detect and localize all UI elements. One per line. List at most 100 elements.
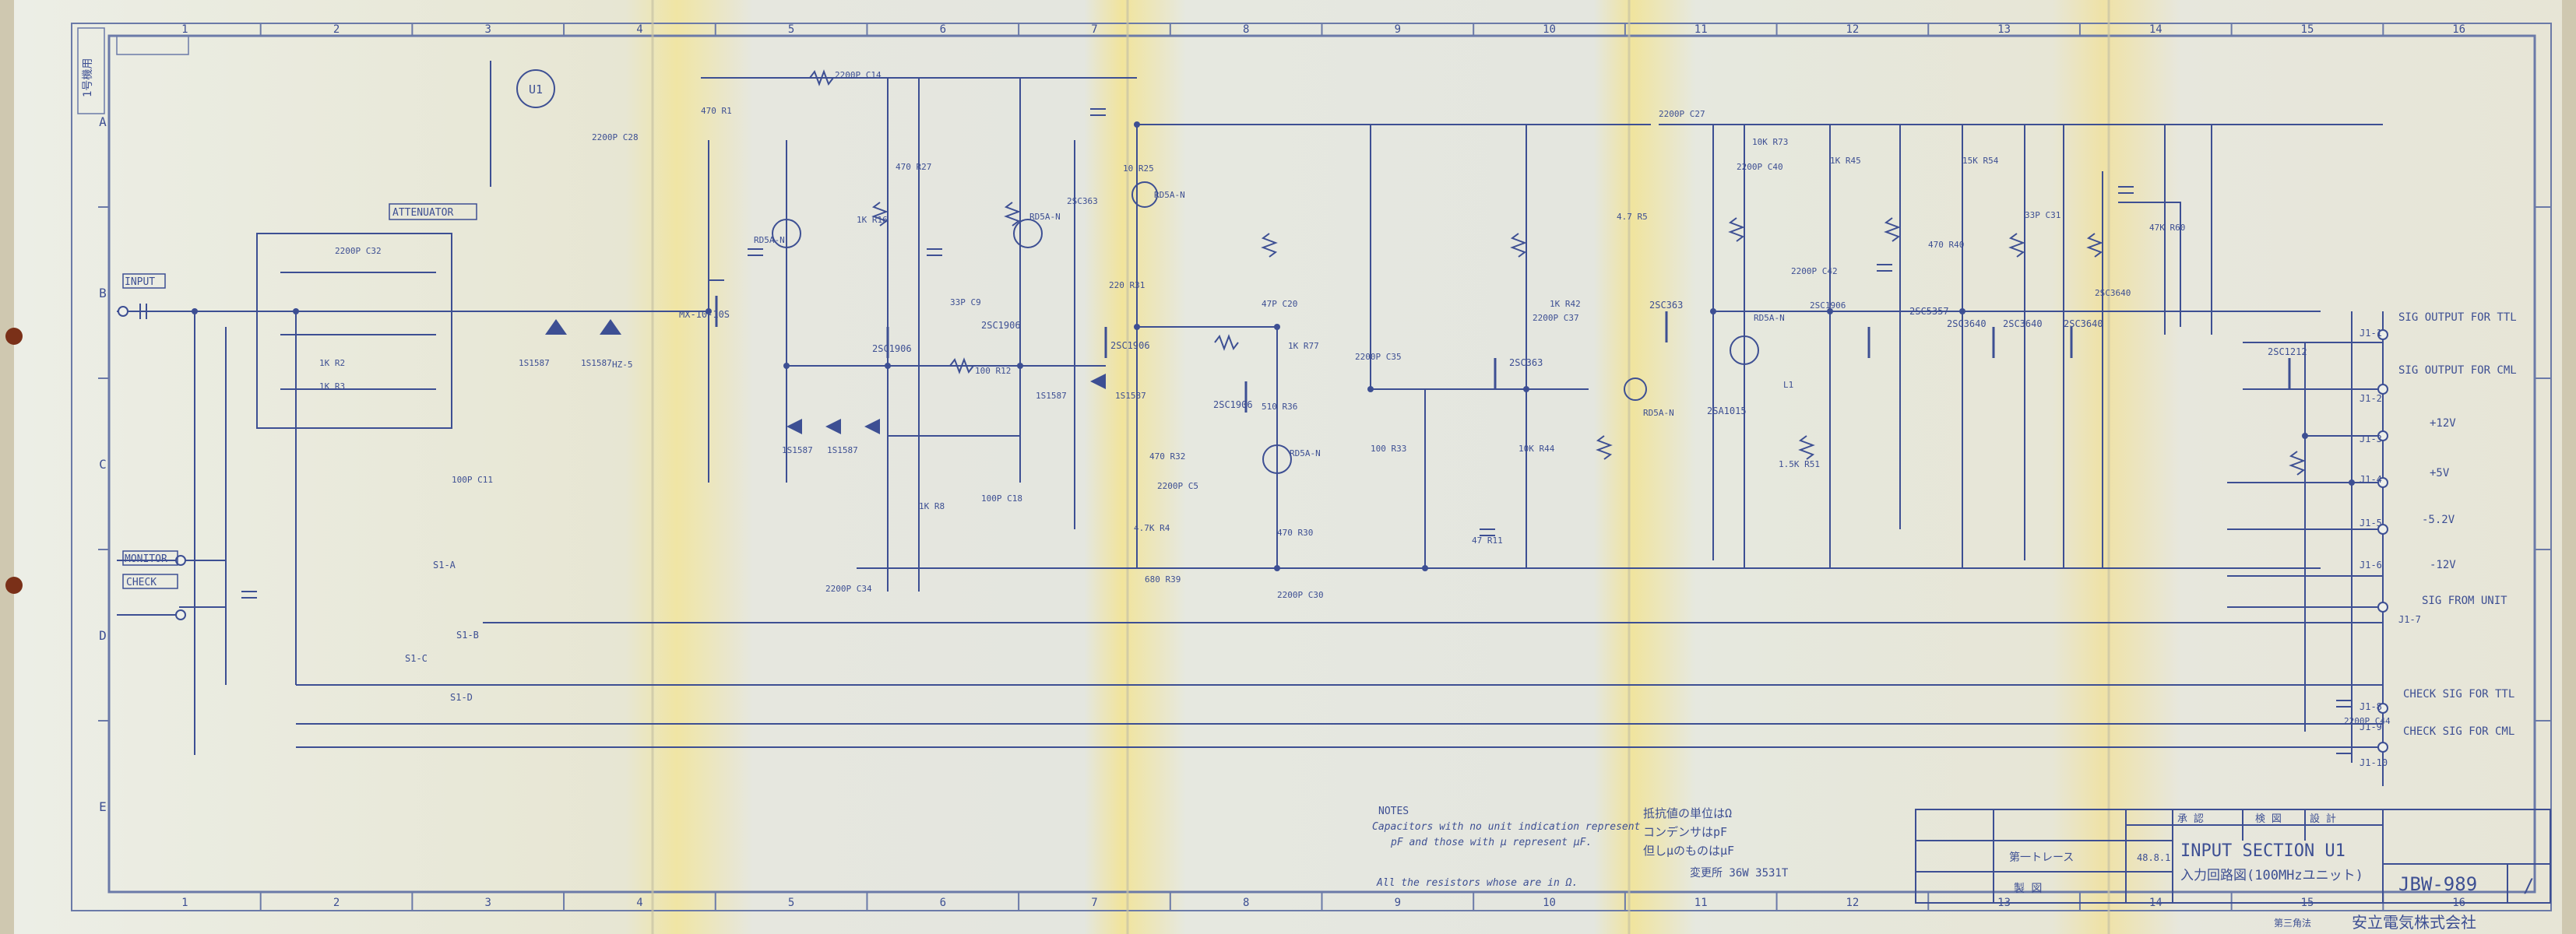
column-number: 2: [333, 23, 340, 36]
company-name: 安立電気株式会社: [2352, 913, 2476, 932]
component-label: 2200P C30: [1277, 590, 1324, 600]
component-label: 1K R2: [319, 358, 345, 368]
approved-label: 承 認: [2177, 813, 2204, 825]
component-label: 47P C20: [1262, 299, 1297, 309]
row-letter: D: [99, 628, 107, 643]
component-label: 2200P C32: [335, 246, 382, 256]
input-label: INPUT: [125, 276, 155, 288]
trace-label: 第一トレース: [2009, 851, 2074, 864]
component-label: 4.7K R4: [1134, 523, 1170, 533]
notes-jp-line: 抵抗値の単位はΩ: [1643, 806, 1732, 820]
row-letter: A: [99, 114, 107, 129]
column-number: 13: [1997, 23, 2011, 36]
component-label: 33P C31: [2025, 210, 2060, 220]
corner-stamp-box: [77, 27, 105, 114]
checked-label: 検 図: [2255, 813, 2282, 825]
transistor-label: 2SC3640: [2064, 318, 2103, 329]
transistor-label: 2SC3640: [1947, 318, 1987, 329]
component-label: 100 R33: [1371, 444, 1406, 454]
bottom-column-number: 12: [1846, 897, 1859, 909]
resistor-symbols: [809, 69, 2306, 476]
component-label: 2SC1906: [1810, 300, 1846, 311]
component-label: 510 R36: [1262, 402, 1297, 412]
component-label: 470 R30: [1277, 528, 1313, 538]
component-label: 220 R31: [1109, 280, 1145, 290]
bottom-column-number: 7: [1091, 897, 1097, 909]
diode-label: 1S1587: [581, 358, 612, 368]
transistor-label: 2SC1906: [1110, 340, 1150, 351]
component-label: 2200P C28: [592, 132, 639, 142]
attenuator-label: ATTENUATOR: [392, 207, 453, 219]
column-number: 4: [636, 23, 642, 36]
component-label: 2SC3640: [2095, 288, 2131, 298]
outer-border: [71, 23, 2552, 911]
bottom-column-number: 8: [1243, 897, 1249, 909]
revision-label: 設 計: [2310, 813, 2336, 825]
bottom-column-number: 11: [1694, 897, 1708, 909]
component-label: 1K R8: [919, 501, 945, 511]
component-label: 2200P C34: [825, 584, 872, 594]
row-letter: E: [99, 799, 107, 814]
notes-line: pF and those with μ represent μF.: [1390, 837, 1592, 848]
corner-stamp: 1号機用: [82, 58, 94, 97]
output-label: -5.2V: [2422, 514, 2455, 526]
component-label: 470 R32: [1149, 451, 1185, 462]
jack-label: J1-9: [2360, 722, 2382, 732]
wiring: [117, 61, 2384, 786]
column-number: 6: [940, 23, 946, 36]
junction-dots: [192, 121, 2355, 571]
jack-label: J1-8: [2360, 701, 2382, 712]
notes-block: NOTES Capacitors with no unit indication…: [1372, 806, 1789, 889]
column-number: 3: [485, 23, 491, 36]
column-number: 16: [2452, 23, 2465, 36]
output-label: SIG FROM UNIT: [2422, 595, 2507, 607]
component-label: 4.7 R5: [1617, 212, 1648, 222]
jack-label: J1-10: [2360, 757, 2388, 768]
component-label: 100 R12: [975, 366, 1011, 376]
notes-title: NOTES: [1378, 806, 1409, 817]
component-label: 470 R1: [701, 106, 732, 116]
output-label: SIG OUTPUT FOR TTL: [2398, 311, 2517, 324]
jack-label: J1-6: [2360, 560, 2382, 571]
column-number: 11: [1694, 23, 1708, 36]
diode-label: 1S1587: [782, 445, 813, 455]
transistor-label: 2SC1212: [2268, 346, 2307, 357]
component-label: 2SC363: [1067, 196, 1098, 206]
component-label: 470 R40: [1928, 240, 1964, 250]
led-label: RD5A-N: [1643, 408, 1674, 418]
jack-label: J1-2: [2360, 393, 2382, 404]
row-letter: B: [99, 286, 107, 300]
component-label: 2200P C44: [2344, 716, 2391, 726]
scale-label: 第三角法: [2274, 918, 2311, 929]
component-label: 100P C11: [452, 475, 493, 485]
component-label: 1K R45: [1830, 156, 1861, 166]
title-block: [1915, 809, 2551, 904]
diode-label: 1S1587: [1115, 391, 1146, 401]
component-label: 470 R27: [896, 162, 931, 172]
output-label: SIG OUTPUT FOR CML: [2398, 364, 2517, 377]
bottom-column-number: 3: [485, 897, 491, 909]
component-label: 2200P C40: [1737, 162, 1783, 172]
component-label: 33P C9: [950, 297, 981, 307]
column-number: 10: [1543, 23, 1556, 36]
component-label: 10K R73: [1752, 137, 1788, 147]
output-label: CHECK SIG FOR TTL: [2403, 688, 2514, 700]
jack-label: J1-7: [2398, 614, 2421, 625]
jack-label: J1-1: [2360, 328, 2382, 339]
jack-label: J1-5: [2360, 518, 2382, 528]
component-label: 10 R25: [1123, 163, 1154, 174]
transistor-bars: [715, 296, 2291, 413]
component-label: 2200P C35: [1355, 352, 1402, 362]
bottom-column-number: 6: [940, 897, 946, 909]
component-label: 1K R16: [857, 215, 888, 225]
component-label: 1.5K R51: [1779, 459, 1820, 469]
diode-label: 1S1587: [519, 358, 550, 368]
component-label: 2200P C42: [1791, 266, 1838, 276]
led-label: RD5A-N: [1029, 212, 1061, 222]
transistor-symbols: [772, 181, 1759, 474]
drawing-number: JBW-989: [2398, 873, 2477, 895]
